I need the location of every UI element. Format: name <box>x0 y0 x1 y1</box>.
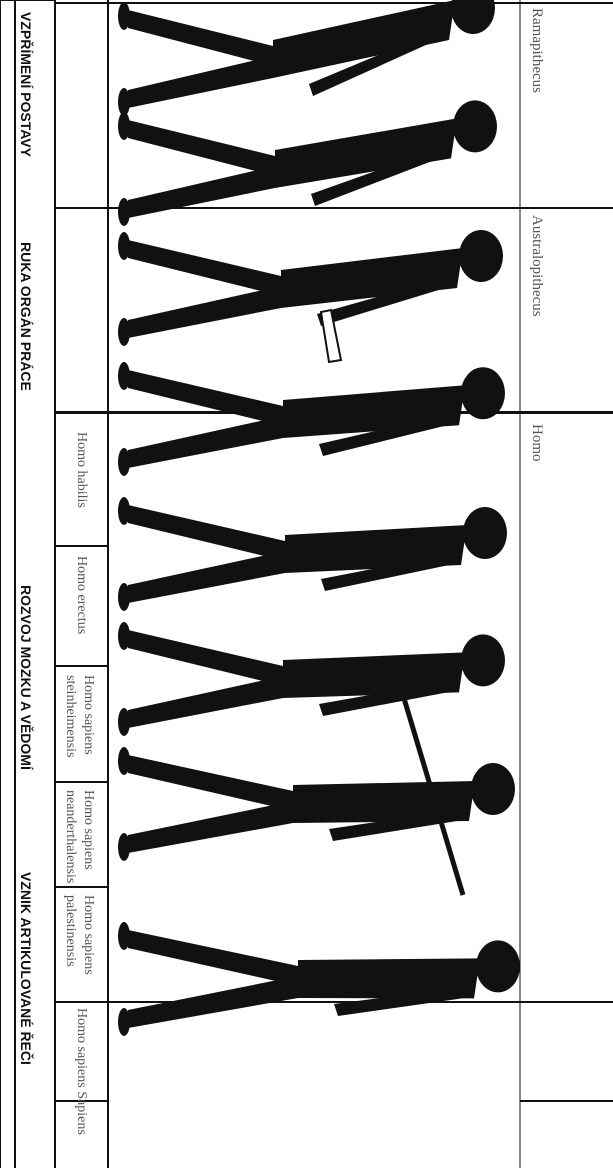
homo-habilis-figure <box>118 230 503 362</box>
genus-label-ramapithecus: Ramapithecus <box>529 8 545 93</box>
species-label-palestinensis-1: Homo sapiens <box>81 895 96 975</box>
species-label-neanderthalensis-1: Homo sapiens <box>81 790 96 870</box>
species-label-sapiens-sapiens: Homo sapiens Sapiens <box>74 1008 89 1135</box>
homo-sapiens-sapiens-figure <box>118 922 520 1036</box>
species-label-erectus: Homo erectus <box>74 556 89 634</box>
stage-label-brain: ROZVOJ MOZKU A VĚDOMÍ <box>18 585 35 771</box>
species-label-steinheimensis-1: Homo sapiens <box>81 675 96 755</box>
stage-label-upright: VZPŘÍMENÍ POSTAVY <box>18 12 35 158</box>
species-label-neanderthalensis-2: neanderthalensis <box>63 790 78 883</box>
homo-erectus-figure <box>118 362 505 476</box>
species-label-habilis: Homo habilis <box>74 432 89 508</box>
genus-label-homo: Homo <box>529 424 545 462</box>
homo-sapiens-palestinensis-figure <box>118 695 515 895</box>
homo-sapiens-steinheimensis-figure <box>118 497 507 611</box>
species-label-steinheimensis-2: steinheimensis <box>63 675 78 757</box>
stage-label-hand: RUKA ORGÁN PRÁCE <box>18 242 34 391</box>
homo-sapiens-neanderthalensis-figure <box>118 622 505 736</box>
stage-label-speech: VZNIK ARTIKULOVANÉ ŘEČI <box>18 872 35 1065</box>
species-label-palestinensis-2: palestinensis <box>63 895 78 967</box>
ramapithecus-figure <box>118 0 495 116</box>
hominid-figures <box>118 0 520 1036</box>
genus-label-australopithecus: Australopithecus <box>529 215 545 317</box>
